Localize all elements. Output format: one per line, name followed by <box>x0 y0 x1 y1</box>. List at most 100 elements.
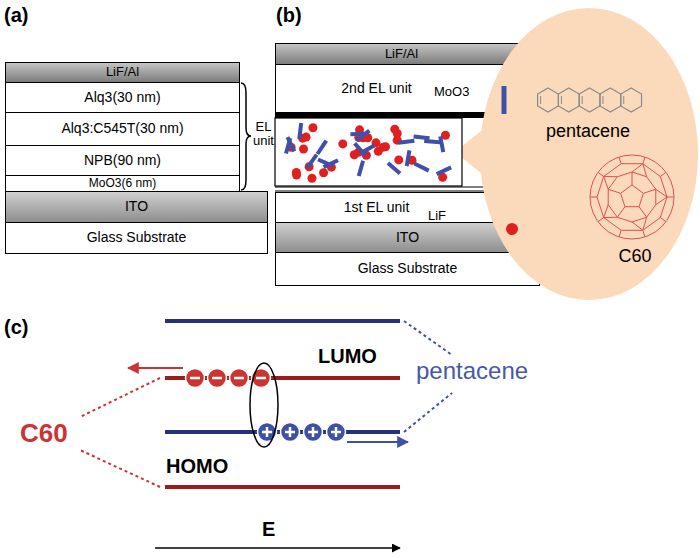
charge-carrier-part <box>289 427 292 437</box>
mixed-layer-molecules-part <box>440 136 443 152</box>
balloon-shape-part-part <box>667 197 674 198</box>
zoom-balloon: pentaceneC60 <box>480 7 698 301</box>
charge-carrier-part <box>312 427 315 437</box>
carrier-arrow-part <box>347 441 408 443</box>
field-arrow-part <box>155 547 400 549</box>
dotted-leader-part <box>80 378 160 417</box>
balloon-shape-part <box>602 96 603 104</box>
balloon-shape-part-part <box>656 189 667 197</box>
mixed-layer-molecules-part <box>302 133 311 142</box>
dotted-leader-part <box>404 393 452 432</box>
layer-name: Alq3(30 nm) <box>84 90 160 105</box>
balloon-shape-part-part <box>621 185 644 207</box>
mixed-layer-molecules-part <box>355 143 366 155</box>
charge-carrier-part <box>258 423 277 442</box>
mixed-layer-molecules-part <box>319 168 328 177</box>
dotted-leader <box>80 321 452 487</box>
carrier-arrow <box>128 368 408 442</box>
mixed-layer-molecules-part <box>394 155 403 164</box>
charge-carrier-part <box>256 377 266 380</box>
balloon-shape-part-part <box>619 157 621 164</box>
balloon-shape-part-part <box>660 172 666 176</box>
balloon-shape-part-part <box>590 155 674 239</box>
energy-level-part <box>165 319 400 323</box>
balloon-shape-part-part <box>632 222 643 230</box>
mixed-layer-molecules-part <box>359 161 363 176</box>
layer-callout: LiF <box>428 209 458 223</box>
material-label: C60 <box>20 419 80 448</box>
mixed-layer-molecules-part <box>286 138 290 153</box>
dotted-leader-part <box>80 450 160 487</box>
balloon-shape-part-part <box>639 207 647 218</box>
energy-level <box>165 321 400 487</box>
balloon-shape-part-part <box>643 230 645 237</box>
charge-carrier-part <box>304 423 323 442</box>
balloon-shape-part-part <box>660 218 666 222</box>
charge-carrier-part <box>266 427 269 437</box>
mixed-layer-molecules <box>286 123 451 183</box>
carrier-arrow-part <box>128 367 183 369</box>
material-label: pentacene <box>416 358 546 384</box>
axis-label: E <box>262 518 286 540</box>
balloon-shape-part-part <box>643 157 645 164</box>
charge-carrier-part <box>186 369 205 388</box>
mixed-layer-molecules-part <box>437 167 451 174</box>
balloon-shape-part <box>502 86 507 114</box>
charge-carrier-part <box>281 423 300 442</box>
mixed-layer-molecules-part <box>299 144 308 153</box>
charge-carrier-part <box>190 377 200 380</box>
bracket-label: EL unit <box>252 120 275 149</box>
layer-box: LiF/Al <box>275 43 528 65</box>
level-label: HOMO <box>166 455 236 477</box>
mixed-layer-molecules-part <box>381 142 390 151</box>
molecule-name: pentacene <box>538 122 638 142</box>
balloon-shape <box>480 7 698 301</box>
layer-box: Alq3:C545T(30 nm) <box>5 112 240 146</box>
charge-carrier-part <box>234 377 244 380</box>
mixed-layer-molecules-part <box>414 164 428 171</box>
level-label: LUMO <box>318 345 388 367</box>
layer-name: LiF/Al <box>385 47 418 61</box>
mixed-layer <box>275 118 462 186</box>
mixed-layer-molecules-part <box>324 160 338 167</box>
panel-label: (c) <box>4 316 44 338</box>
molecule-name: C60 <box>610 247 660 267</box>
balloon-shape-part <box>506 223 518 235</box>
mixed-layer-molecules-part <box>307 174 316 183</box>
layer-name: ITO <box>396 230 419 245</box>
layer-name: 2nd EL unit <box>341 81 411 96</box>
balloon-shape-part <box>480 8 698 300</box>
balloon-shape-part <box>579 88 600 112</box>
balloon-shape-part <box>623 96 624 104</box>
panel-label: (b) <box>276 4 316 26</box>
panel-label: (a) <box>4 4 44 26</box>
balloon-shape-part-part <box>604 205 609 218</box>
balloon-shape-part <box>561 96 562 104</box>
balloon-shape-part <box>621 88 642 112</box>
layer-box: MoO3(6 nm) <box>5 175 240 192</box>
layer-name: MoO3(6 nm) <box>89 177 156 190</box>
balloon-shape-part-part <box>590 197 597 198</box>
balloon-shape-part-part <box>604 176 609 189</box>
dotted-leader-part <box>404 321 452 355</box>
balloon-shape-part <box>538 88 559 112</box>
layer-name: LiF/Al <box>106 65 139 79</box>
mixed-layer-molecules-part <box>399 141 415 143</box>
mixed-layer-molecules-part <box>308 123 317 132</box>
balloon-shape-part-part <box>604 217 618 218</box>
charge-carrier-part <box>208 369 227 388</box>
balloon-shape-part <box>558 88 579 112</box>
layer-callout: MoO3 <box>434 85 478 99</box>
charge-carrier-part <box>212 377 222 380</box>
mixed-layer-molecules-part <box>292 171 301 180</box>
balloon-shape-part-part <box>604 176 618 177</box>
balloon-shape-part-part <box>632 172 633 185</box>
charge-carrier-part <box>230 369 249 388</box>
mixed-layer-molecules-part <box>407 150 410 166</box>
charge-carrier-part <box>252 369 271 388</box>
mixed-layer-part <box>275 118 462 186</box>
layer-name: 1st EL unit <box>344 200 410 215</box>
balloon-shape-part <box>600 88 621 112</box>
layer-box: NPB(90 nm) <box>5 145 240 176</box>
